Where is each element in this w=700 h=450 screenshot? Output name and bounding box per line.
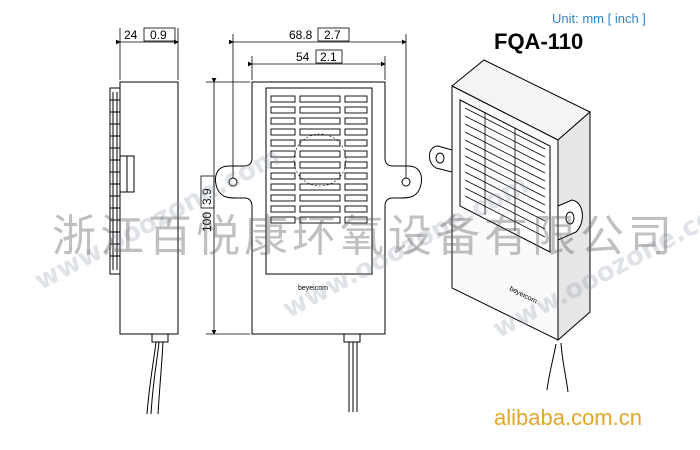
front-grille-frame [265,87,373,275]
iso-grille-slots [464,107,546,238]
inner-width-inch-label: 2.1 [320,50,337,64]
height-inch-label: 3.9 [200,188,214,205]
iso-grille-frame [459,99,551,253]
depth-mm-label: 24 [124,28,138,42]
inner-width-mm-label: 54 [296,50,310,64]
side-view [109,27,179,415]
width-mm-label: 68.8 [289,28,313,42]
front-brand-label: beyeicom [298,285,328,292]
watermark-site: alibaba.com.cn [494,405,642,430]
isometric-view [429,59,591,393]
unit-label: Unit: mm [ inch ] [552,11,646,26]
side-cable-gland [151,334,169,343]
iso-wire-2 [560,342,569,393]
fan-hidden-outline [293,133,347,187]
front-grille-slots [270,95,368,224]
depth-inch-label: 0.9 [150,28,167,42]
iso-left-hole [435,152,445,164]
height-mm-label: 100 [200,212,214,232]
side-wire-2 [157,341,164,415]
right-mount-hole [401,177,411,187]
front-cable-gland [343,334,361,343]
iso-right-hole [565,211,575,225]
front-view [200,27,422,412]
iso-wire-1 [546,343,557,391]
front-body-outline [215,81,422,335]
side-slots [110,99,120,257]
model-title: FQA-110 [494,29,584,54]
side-wire-1 [146,341,157,415]
width-inch-label: 2.7 [324,28,341,42]
watermark-company: 浙江百悦康环氧设备有限公司 [52,211,676,262]
